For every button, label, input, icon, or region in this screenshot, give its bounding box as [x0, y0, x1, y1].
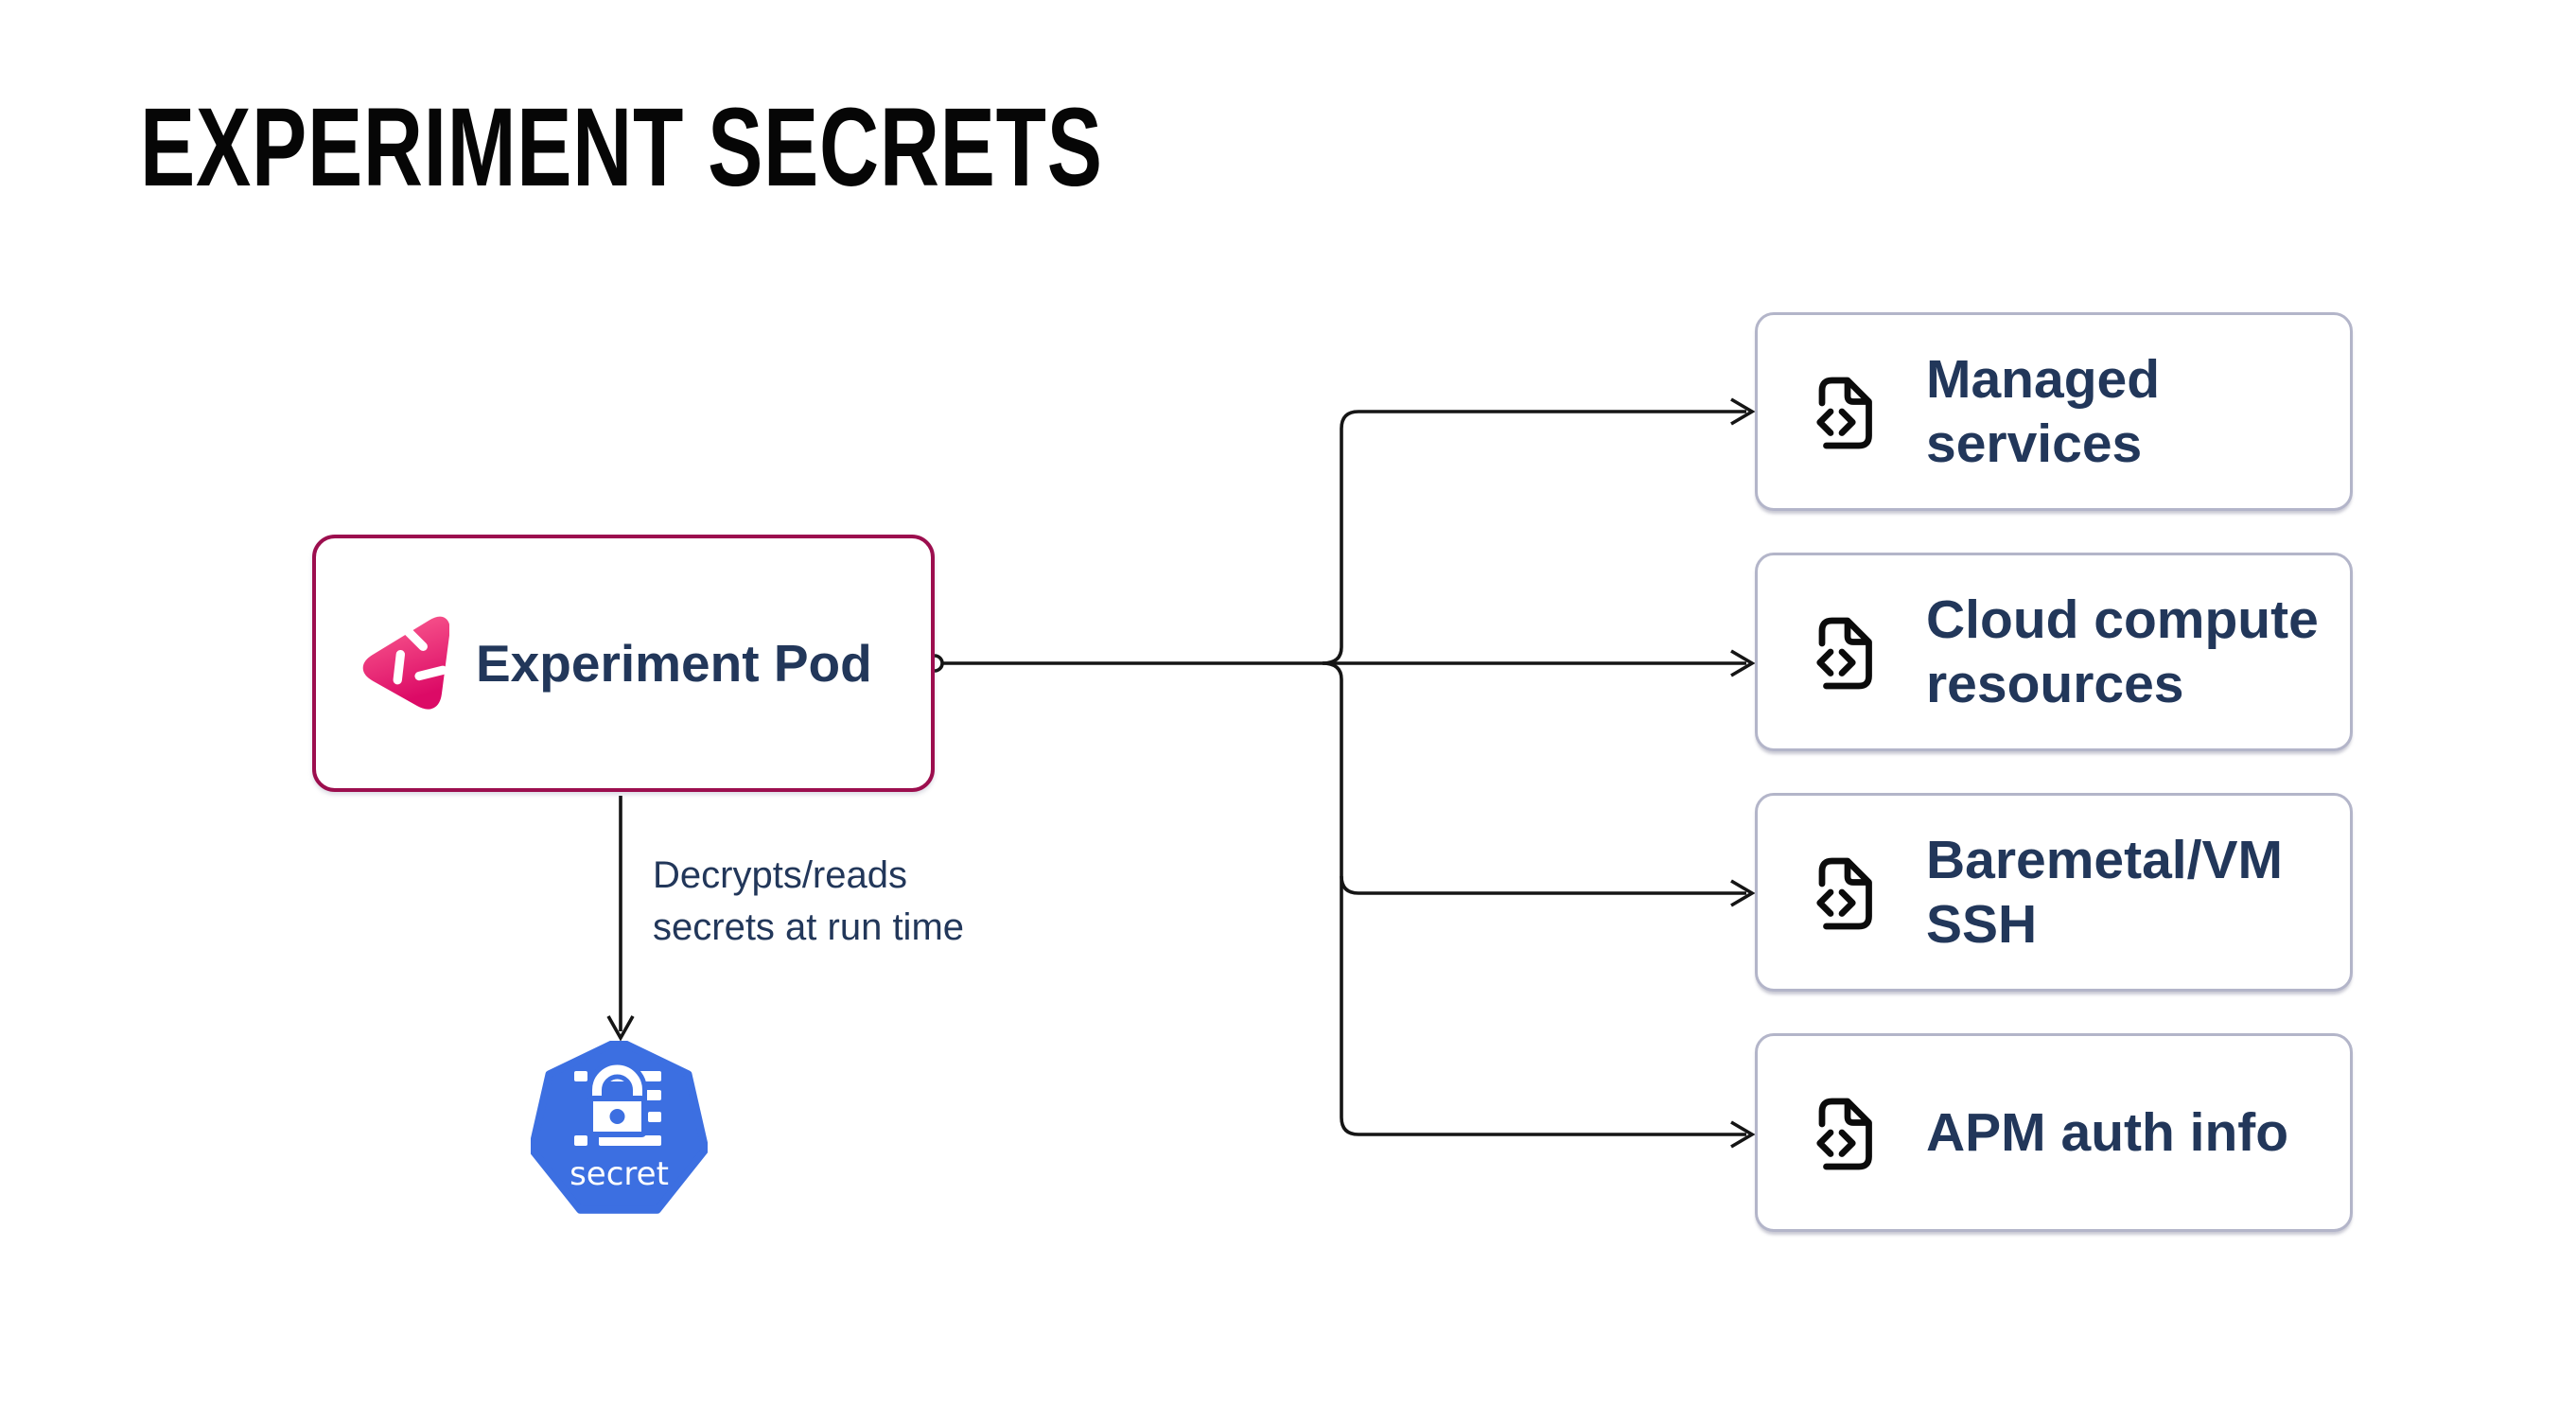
node-k8s-secret: secret [531, 1041, 708, 1219]
node-baremetal-vm-ssh: Baremetal/VM SSH [1755, 793, 2353, 992]
edge-branch-lower-to-apm [1322, 661, 1746, 1136]
node-cloud-compute: Cloud compute resources [1755, 553, 2353, 751]
node-label-experiment-pod: Experiment Pod [476, 634, 872, 693]
node-apm-auth-info: APM auth info [1755, 1033, 2353, 1232]
edge-annotation-line1: Decrypts/reads [653, 854, 907, 896]
arrowhead-apm [1730, 1120, 1756, 1149]
edge-branch-upper [1322, 429, 1343, 665]
litmus-chaos-icon [362, 616, 449, 710]
edge-annotation: Decrypts/reads secrets at run time [653, 850, 964, 954]
file-code-icon [1816, 617, 1872, 690]
edge-annotation-line2: secrets at run time [653, 906, 965, 948]
arrowhead-managed-services [1730, 397, 1756, 426]
arrowhead-baremetal [1730, 879, 1756, 907]
node-label-cloud-compute: Cloud compute resources [1926, 589, 2319, 714]
node-label-baremetal-vm-ssh: Baremetal/VM SSH [1926, 830, 2283, 955]
node-label-secret: secret [570, 1155, 669, 1193]
edge-to-baremetal [1340, 875, 1746, 895]
file-code-icon [1816, 857, 1872, 930]
arrowhead-cloud-compute [1730, 649, 1756, 677]
page-title: EXPERIMENT SECRETS [140, 85, 1103, 210]
arrowhead-secret [606, 1015, 635, 1042]
node-experiment-pod: Experiment Pod [312, 535, 935, 792]
kubernetes-secret-icon: secret [531, 1041, 708, 1214]
node-label-apm-auth-info: APM auth info [1926, 1102, 2289, 1163]
node-label-managed-services: Managed services [1926, 349, 2161, 474]
node-managed-services: Managed services [1755, 312, 2353, 511]
file-code-icon [1816, 1098, 1872, 1170]
file-code-icon [1816, 377, 1872, 449]
edge-to-managed-services [1340, 410, 1746, 430]
